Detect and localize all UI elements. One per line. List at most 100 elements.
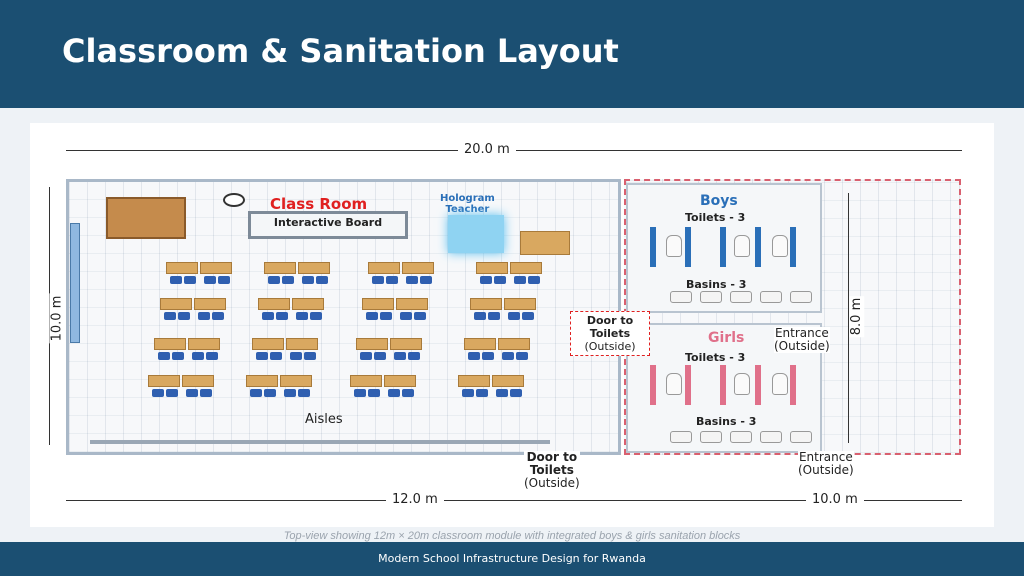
chair: [420, 276, 432, 284]
interactive-board: Interactive Board: [248, 211, 408, 239]
chair: [502, 352, 514, 360]
chair: [394, 352, 406, 360]
chair: [476, 389, 488, 397]
chair: [284, 389, 296, 397]
toilet-icon: [666, 373, 682, 395]
class-room-label: Class Room: [270, 195, 368, 213]
dimension-classroom-depth: 10.0 m: [49, 293, 65, 344]
chair: [402, 389, 414, 397]
desk: [252, 338, 284, 350]
stall-partition: [755, 227, 761, 267]
teacher-desk: [520, 231, 570, 255]
chair: [218, 276, 230, 284]
chair: [354, 389, 366, 397]
chair: [414, 312, 426, 320]
stall-partition: [720, 227, 726, 267]
desk: [504, 298, 536, 310]
desk: [384, 375, 416, 387]
desk: [264, 262, 296, 274]
chair: [496, 389, 508, 397]
chair: [192, 352, 204, 360]
desk: [356, 338, 388, 350]
desk: [350, 375, 382, 387]
stall-partition: [790, 227, 796, 267]
chair: [298, 389, 310, 397]
toilet-icon: [666, 235, 682, 257]
chair: [270, 352, 282, 360]
chair: [264, 389, 276, 397]
chair: [186, 389, 198, 397]
title-bar: Classroom & Sanitation Layout: [0, 0, 1024, 108]
desk: [286, 338, 318, 350]
chair: [514, 276, 526, 284]
stall-partition: [685, 365, 691, 405]
chair: [462, 389, 474, 397]
chair: [276, 312, 288, 320]
chair: [212, 312, 224, 320]
chair: [522, 312, 534, 320]
basin-icon: [670, 291, 692, 303]
chair: [386, 276, 398, 284]
desk: [200, 262, 232, 274]
chair: [468, 352, 480, 360]
chair: [360, 352, 372, 360]
dimension-line-right: [848, 193, 849, 443]
desk: [298, 262, 330, 274]
chair: [268, 276, 280, 284]
footer: Modern School Infrastructure Design for …: [0, 542, 1024, 576]
basin-icon: [730, 291, 752, 303]
chair: [482, 352, 494, 360]
chair: [304, 352, 316, 360]
toilet-icon: [772, 235, 788, 257]
chair: [400, 312, 412, 320]
stall-partition: [650, 365, 656, 405]
girls-basins-label: Basins - 3: [696, 415, 757, 428]
desk: [166, 262, 198, 274]
chair: [516, 352, 528, 360]
stall-partition: [790, 365, 796, 405]
desk: [160, 298, 192, 310]
desk: [182, 375, 214, 387]
entrance-girls-label: Entrance(Outside): [798, 450, 854, 477]
boys-basins-label: Basins - 3: [686, 278, 747, 291]
clock-icon: [223, 193, 245, 207]
stall-partition: [755, 365, 761, 405]
girls-toilets-label: Toilets - 3: [685, 351, 746, 364]
aisles-label: Aisles: [305, 412, 343, 427]
chair: [184, 276, 196, 284]
chair: [166, 389, 178, 397]
chair: [164, 312, 176, 320]
desk: [246, 375, 278, 387]
desk: [464, 338, 496, 350]
chair: [290, 352, 302, 360]
stall-partition: [685, 227, 691, 267]
desk: [510, 262, 542, 274]
dimension-sanitation-depth: 8.0 m: [849, 295, 865, 338]
chair: [374, 352, 386, 360]
basin-icon: [730, 431, 752, 443]
desk: [292, 298, 324, 310]
desk: [476, 262, 508, 274]
toilet-icon: [772, 373, 788, 395]
dimension-total-width: 20.0 m: [458, 142, 516, 157]
chair: [406, 276, 418, 284]
figure-caption: Top-view showing 12m × 20m classroom mod…: [283, 530, 741, 542]
windows: [70, 223, 80, 343]
slide-title: Classroom & Sanitation Layout: [62, 32, 619, 70]
chair: [170, 276, 182, 284]
dimension-classroom-width: 12.0 m: [386, 492, 444, 507]
chair: [316, 276, 328, 284]
floor-plan-image: 20.0 m 10.0 m Class Room Interactive Boa…: [30, 123, 994, 527]
chair: [366, 312, 378, 320]
chair: [206, 352, 218, 360]
chair: [262, 312, 274, 320]
toilet-icon: [734, 235, 750, 257]
basin-icon: [790, 291, 812, 303]
basin-icon: [670, 431, 692, 443]
chair: [494, 276, 506, 284]
boys-label: Boys: [700, 193, 738, 209]
chair: [200, 389, 212, 397]
chair: [488, 312, 500, 320]
